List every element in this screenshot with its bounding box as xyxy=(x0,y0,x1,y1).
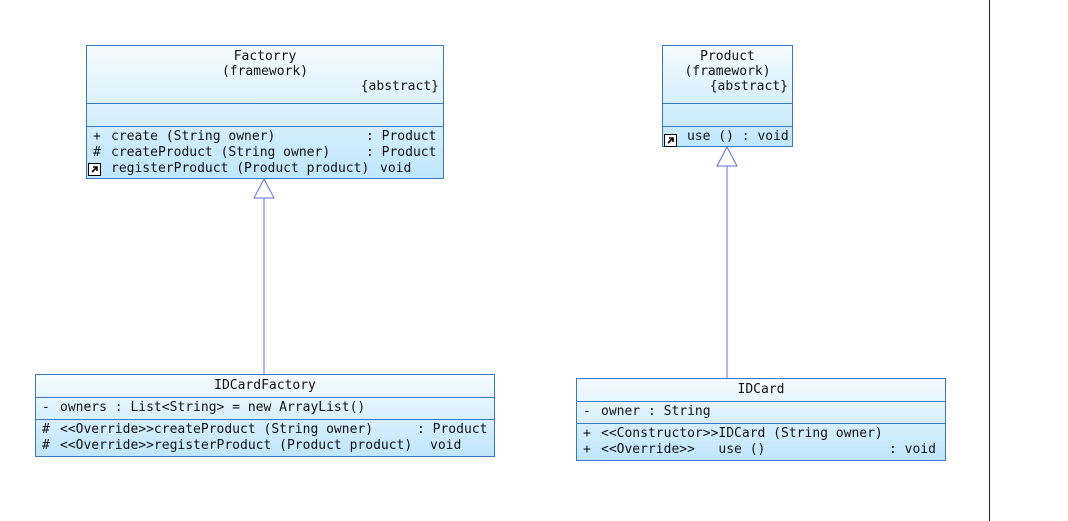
class-idcardfactory-attr-owners: - owners : List<String> = new ArrayList(… xyxy=(36,400,494,416)
class-product-operations: use () : void xyxy=(663,126,792,147)
op-signature: <<Constructor>>IDCard (String owner) xyxy=(601,426,883,441)
class-factory-op-createproduct: # createProduct (String owner) : Product xyxy=(87,145,443,161)
class-product-op-use: use () : void xyxy=(663,129,792,147)
class-product-package: (framework) xyxy=(684,64,771,79)
op-visibility: + xyxy=(583,442,591,457)
class-idcard-op-constructor: + <<Constructor>>IDCard (String owner) xyxy=(577,426,945,442)
op-signature: createProduct (String owner) xyxy=(111,145,331,160)
attr-visibility: - xyxy=(42,400,50,415)
class-factory-operations: + create (String owner) : Product # crea… xyxy=(87,126,443,177)
canvas-divider xyxy=(989,0,990,521)
class-factory[interactable]: Factorry (framework) {abstract} + create… xyxy=(86,45,444,179)
op-signature: <<Override>>createProduct (String owner) xyxy=(60,422,374,437)
class-product-modifier: {abstract} xyxy=(709,79,788,94)
class-factory-op-registerproduct: registerProduct (Product product) void xyxy=(87,161,443,177)
class-factory-name: Factorry xyxy=(233,49,297,64)
class-idcardfactory-op-registerproduct: # <<Override>>registerProduct (Product p… xyxy=(36,438,494,454)
class-idcard[interactable]: IDCard - owner : String + <<Constructor>… xyxy=(576,378,946,461)
class-idcardfactory-operations: # <<Override>>createProduct (String owne… xyxy=(36,419,494,454)
class-factory-modifier: {abstract} xyxy=(360,79,439,94)
factory-generalization-arrowhead xyxy=(253,177,275,199)
class-factory-package: (framework) xyxy=(221,64,309,79)
attr-visibility: - xyxy=(583,404,591,419)
class-idcard-attributes: - owner : String xyxy=(577,401,945,423)
product-generalization-arrowhead xyxy=(716,145,738,167)
class-factory-header: Factorry (framework) {abstract} xyxy=(87,46,443,103)
op-return: : Product xyxy=(366,145,437,160)
class-product-header: Product (framework) {abstract} xyxy=(663,46,792,103)
attr-signature: owner : String xyxy=(601,404,711,419)
class-idcard-op-use: + <<Override>> use () : void xyxy=(577,442,945,458)
op-visibility: # xyxy=(93,145,101,160)
op-signature: use () : void xyxy=(687,129,789,144)
op-visibility: # xyxy=(42,422,50,437)
op-return: : Product xyxy=(417,422,488,437)
op-return: void xyxy=(380,161,412,176)
op-return: void xyxy=(430,438,462,453)
op-visibility: + xyxy=(93,129,101,144)
class-idcard-attr-owner: - owner : String xyxy=(577,404,945,420)
op-signature: registerProduct (Product product) xyxy=(111,161,370,176)
abstract-marker-icon xyxy=(88,163,101,176)
class-idcard-operations: + <<Constructor>>IDCard (String owner) +… xyxy=(577,423,945,458)
class-product-attributes xyxy=(663,103,792,126)
op-signature: <<Override>>registerProduct (Product pro… xyxy=(60,438,413,453)
op-return: : void xyxy=(889,442,936,457)
attr-signature: owners : List<String> = new ArrayList() xyxy=(60,400,366,415)
class-product[interactable]: Product (framework) {abstract} use () : … xyxy=(662,45,793,147)
class-idcardfactory-attributes: - owners : List<String> = new ArrayList(… xyxy=(36,397,494,419)
class-idcardfactory-op-createproduct: # <<Override>>createProduct (String owne… xyxy=(36,422,494,438)
op-return: : Product xyxy=(366,129,437,144)
op-signature: <<Override>> use () xyxy=(601,442,766,457)
class-idcardfactory-header: IDCardFactory xyxy=(36,375,494,397)
op-visibility: # xyxy=(42,438,50,453)
class-idcard-header: IDCard xyxy=(577,379,945,401)
class-product-name: Product xyxy=(700,49,755,64)
abstract-marker-icon xyxy=(664,134,677,147)
class-factory-attributes xyxy=(87,103,443,126)
op-visibility: + xyxy=(583,426,591,441)
class-idcard-name: IDCard xyxy=(737,382,785,397)
class-idcardfactory[interactable]: IDCardFactory - owners : List<String> = … xyxy=(35,374,495,457)
class-factory-op-create: + create (String owner) : Product xyxy=(87,129,443,145)
class-idcardfactory-name: IDCardFactory xyxy=(214,378,316,393)
op-signature: create (String owner) xyxy=(111,129,276,144)
